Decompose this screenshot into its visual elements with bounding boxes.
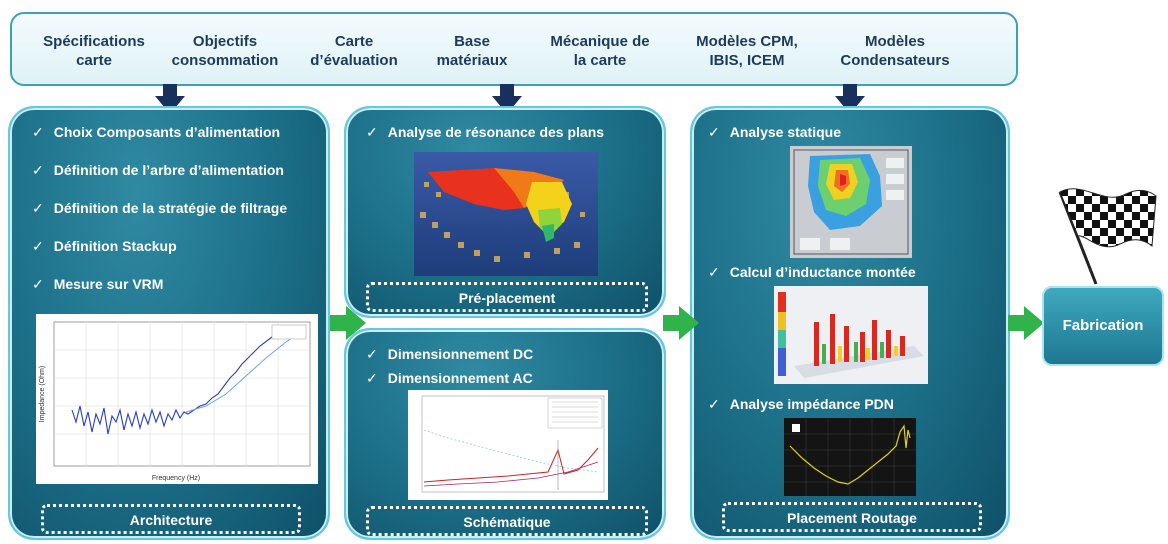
placement-item: ✓ Analyse impédance PDN [708,396,894,413]
vrm-impedance-plot: Frequency (Hz) Impedance (Ohm) [36,314,318,484]
check-icon: ✓ [366,124,378,140]
input-line: matériaux [436,52,508,69]
phase-label-preplacement: Pré-placement [366,282,648,312]
input-line: Modèles CPM, [696,33,798,50]
item-label: Définition de l’arbre d’alimentation [53,162,284,178]
static-analysis-image [790,146,912,258]
input-objectifs: Objectifs consommation [172,32,279,70]
check-icon: ✓ [32,200,44,216]
input-line: IBIS, ICEM [709,52,785,69]
placement-panel: ✓ Analyse statique ✓ Calcul d’inductance m… [690,106,1010,540]
schematique-item: ✓ Dimensionnement AC [366,370,533,387]
input-line: Modèles [864,33,926,50]
input-line: Carte [334,33,374,50]
item-label: Analyse statique [729,124,841,140]
item-label: Dimensionnement AC [387,370,533,386]
input-line: Condensateurs [840,52,950,69]
resonance-image [414,152,598,276]
arrow-right-icon [330,306,366,340]
check-icon: ✓ [708,124,720,140]
input-carte-evaluation: Carte d’évaluation [310,32,398,70]
phase-label-placement: Placement Routage [722,502,982,532]
input-modeles-cpm: Modèles CPM, IBIS, ICEM [696,32,798,70]
architecture-item: ✓ Définition Stackup [32,238,177,255]
arrow-down-icon [835,84,865,114]
input-line: Mécanique de [550,33,650,50]
input-mecanique: Mécanique de la carte [550,32,649,70]
item-label: Analyse de résonance des plans [387,124,605,140]
pdn-impedance-plot [784,418,916,496]
input-line: consommation [171,52,279,69]
item-label: Calcul d’inductance montée [729,264,916,280]
item-label: Analyse impédance PDN [729,396,894,412]
architecture-panel: ✓ Choix Composants d’alimentation ✓ Défini… [8,106,330,540]
arrow-right-icon [663,306,699,340]
placement-item: ✓ Analyse statique [708,124,841,141]
input-line: carte [76,52,112,69]
input-line: Spécifications [43,33,145,50]
preplacement-item: ✓ Analyse de résonance des plans [366,124,604,141]
check-icon: ✓ [32,162,44,178]
chart-xlabel: Frequency (Hz) [152,475,200,482]
architecture-item: ✓ Définition de l’arbre d’alimentation [32,162,284,179]
arrow-down-icon [492,84,522,114]
check-icon: ✓ [32,124,44,140]
architecture-item: ✓ Définition de la stratégie de filtrage [32,200,287,217]
architecture-item: ✓ Mesure sur VRM [32,276,163,293]
item-label: Dimensionnement DC [387,346,534,362]
item-label: Définition de la stratégie de filtrage [53,200,288,216]
input-line: Objectifs [192,33,258,50]
phase-label-architecture: Architecture [41,504,301,534]
input-base-materiaux: Base matériaux [437,32,508,70]
item-label: Choix Composants d’alimentation [53,124,281,140]
arrow-down-icon [155,84,185,114]
schematique-item: ✓ Dimensionnement DC [366,346,533,363]
ac-analysis-plot [408,390,608,500]
check-icon: ✓ [366,370,378,386]
check-icon: ✓ [708,396,720,412]
checkered-flag-icon [1058,188,1157,285]
input-line: d’évaluation [310,52,398,69]
inputs-bar: Spécifications carte Objectifs consommatio… [10,12,1018,86]
input-specifications: Spécifications carte [43,32,145,70]
schematique-panel: ✓Dimensionnement DC ✓Dimensionnement AC … [344,328,666,540]
inductance-image [774,286,928,384]
input-line: Base [454,33,490,50]
check-icon: ✓ [366,346,378,362]
architecture-item: ✓ Choix Composants d’alimentation [32,124,280,141]
placement-item: ✓ Calcul d’inductance montée [708,264,916,281]
check-icon: ✓ [32,238,44,254]
input-line: la carte [573,52,627,69]
fabrication-box: Fabrication [1042,286,1164,366]
item-label: Mesure sur VRM [53,276,164,292]
arrow-right-icon [1008,306,1044,340]
chart-ylabel: Impedance (Ohm) [39,366,46,422]
phase-label-schematique: Schématique [366,506,648,536]
preplacement-panel: ✓ Analyse de résonance des plans Pré-plac… [344,106,666,318]
item-label: Définition Stackup [53,238,177,254]
check-icon: ✓ [708,264,720,280]
check-icon: ✓ [32,276,44,292]
